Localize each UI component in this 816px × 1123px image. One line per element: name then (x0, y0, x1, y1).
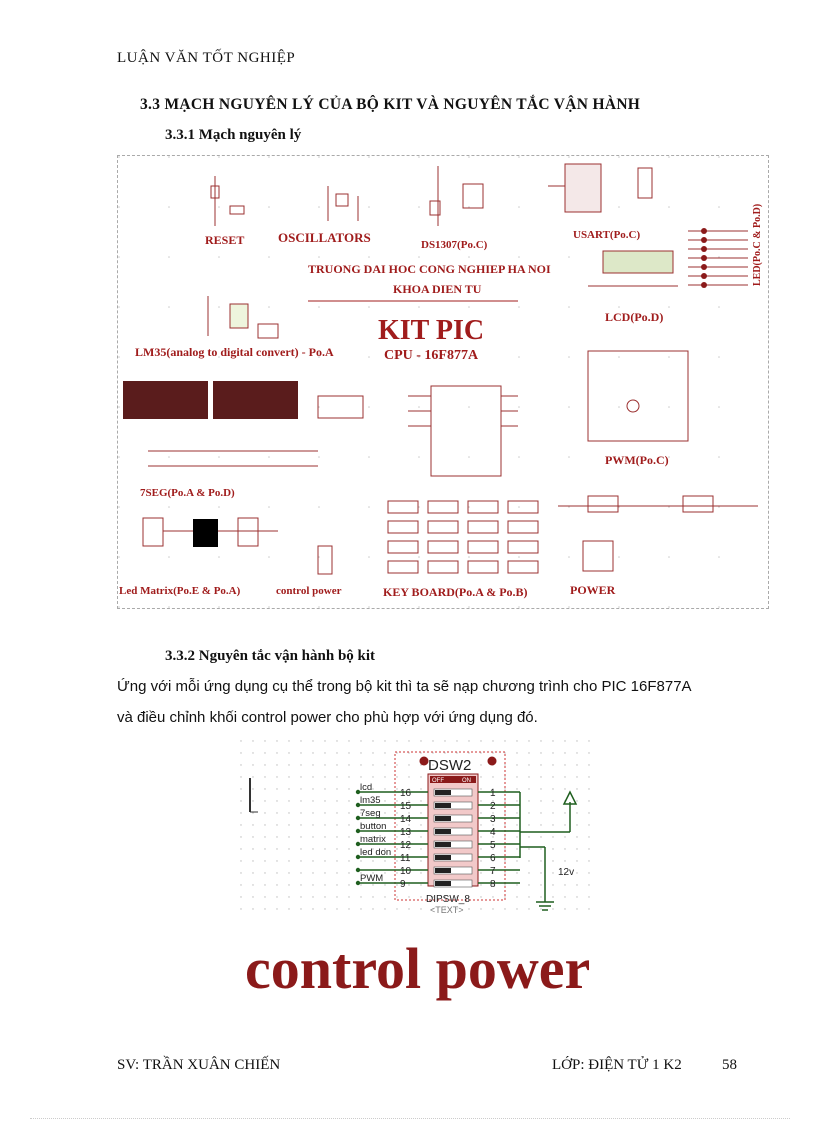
switch-knob (435, 790, 451, 795)
schematic-drawing: RESET OSCILLATORS DS1307(Po.C) USART(Po.… (118, 156, 768, 608)
signal-label: 7seg (360, 808, 381, 819)
label-led-matrix: Led Matrix(Po.E & Po.A) (119, 585, 241, 597)
page-header: LUẬN VĂN TỐT NGHIỆP (117, 50, 296, 66)
label-control-power: control power (276, 585, 342, 597)
footer-student: SV: TRẦN XUÂN CHIẾN (117, 1057, 281, 1073)
signal-label: button (360, 821, 386, 832)
label-pwm: PWM(Po.C) (605, 453, 669, 467)
label-lcd: LCD(Po.D) (605, 310, 663, 324)
wire-node (355, 815, 361, 821)
control-power-caption: control power (245, 936, 591, 1001)
wire-node (355, 841, 361, 847)
faculty-name: KHOA DIEN TU (393, 282, 482, 296)
right-pin-number: 5 (490, 840, 496, 851)
right-pin-number: 4 (490, 827, 496, 838)
signal-label: matrix (360, 834, 386, 845)
label-keyboard: KEY BOARD(Po.A & Po.B) (383, 585, 528, 599)
school-name: TRUONG DAI HOC CONG NGHIEP HA NOI (308, 262, 551, 276)
left-pin-number: 10 (400, 866, 412, 877)
label-power: POWER (570, 583, 616, 597)
cpu-label: CPU - 16F877A (384, 348, 479, 363)
switch-knob (435, 855, 451, 860)
label-reset: RESET (205, 233, 244, 247)
label-oscillators: OSCILLATORS (278, 230, 371, 245)
switch-slot (433, 814, 473, 823)
dsw-text: <TEXT> (430, 905, 464, 915)
on-label: ON (462, 778, 471, 784)
switch-slot (433, 801, 473, 810)
switch-knob (435, 829, 451, 834)
switch-knob (435, 881, 451, 886)
dip-switch-drawing: DSW2 OFF ON 16 1 lcd 15 2 lm35 14 3 7seg 13 4 butto… (240, 740, 590, 920)
dsw-name: DSW2 (428, 757, 471, 774)
dip-switch-diagram: DSW2 OFF ON 16 1 lcd 15 2 lm35 14 3 7seg 13 4 butto… (240, 740, 590, 920)
switch-slot (433, 879, 473, 888)
switch-knob (435, 868, 451, 873)
footer-class: LỚP: ĐIỆN TỬ 1 K2 (552, 1057, 682, 1073)
label-7seg: 7SEG(Po.A & Po.D) (140, 487, 235, 499)
wire-node (355, 828, 361, 834)
signal-label: PWM (360, 873, 383, 884)
paragraph-line-1: Ứng với mỗi ứng dụng cụ thể trong bộ kit… (117, 678, 692, 695)
switch-slot (433, 788, 473, 797)
label-lm35: LM35(analog to digital convert) - Po.A (135, 345, 334, 359)
left-pin-number: 16 (400, 788, 412, 799)
right-pin-number: 1 (490, 788, 496, 799)
switch-knob (435, 816, 451, 821)
wire-node (355, 802, 361, 808)
schematic-figure: RESET OSCILLATORS DS1307(Po.C) USART(Po.… (117, 155, 769, 609)
label-usart: USART(Po.C) (573, 229, 640, 241)
subsection-heading-2: 3.3.2 Nguyên tắc vận hành bộ kit (165, 648, 376, 664)
switch-slot (433, 840, 473, 849)
switch-knob (435, 842, 451, 847)
page-number: 58 (722, 1057, 737, 1073)
off-label: OFF (432, 778, 444, 784)
switch-slot (433, 866, 473, 875)
left-pin-number: 13 (400, 827, 412, 838)
wire-node (355, 854, 361, 860)
paragraph-line-2: và điều chỉnh khối control power cho phù… (117, 709, 538, 726)
label-led: LED(Po.C & Po.D) (752, 204, 763, 286)
right-pin-number: 6 (490, 853, 496, 864)
right-pin-number: 7 (490, 866, 496, 877)
right-pin-number: 2 (490, 801, 496, 812)
wire-node (355, 867, 361, 873)
switch-knob (435, 803, 451, 808)
left-pin-number: 12 (400, 840, 412, 851)
signal-label: led don (360, 847, 391, 858)
left-pin-number: 15 (400, 801, 412, 812)
signal-label: lcd (360, 782, 372, 793)
left-pin-number: 9 (400, 879, 406, 890)
left-pin-number: 11 (400, 853, 411, 864)
kit-title: KIT PIC (378, 315, 484, 346)
bottom-divider (30, 1118, 790, 1119)
dsw-part: DIPSW_8 (426, 894, 470, 905)
switch-slot (433, 827, 473, 836)
wire-node (355, 880, 361, 886)
signal-label: lm35 (360, 795, 381, 806)
right-pin-number: 8 (490, 879, 496, 890)
section-heading: 3.3 MẠCH NGUYÊN LÝ CỦA BỘ KIT VÀ NGUYÊN … (140, 96, 641, 113)
wire-node (355, 789, 361, 795)
subsection-heading-1: 3.3.1 Mạch nguyên lý (165, 127, 302, 143)
switch-slot (433, 853, 473, 862)
left-pin-number: 14 (400, 814, 412, 825)
right-pin-number: 3 (490, 814, 496, 825)
label-ds1307: DS1307(Po.C) (421, 239, 488, 251)
voltage-label: 12v (558, 867, 574, 878)
